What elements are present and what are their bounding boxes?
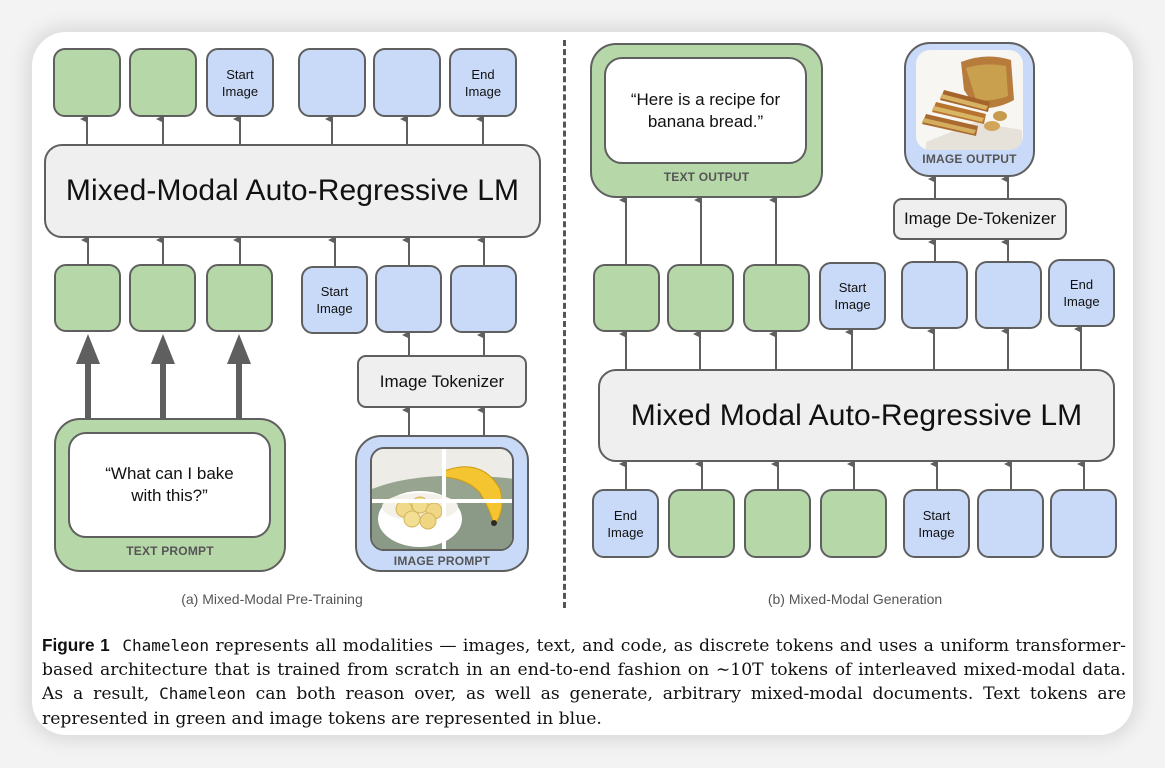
token-label: End Image xyxy=(1063,277,1100,309)
input-text-token xyxy=(206,264,273,332)
input-text-token xyxy=(820,489,887,558)
output-text-token xyxy=(129,48,197,117)
output-image-token xyxy=(298,48,366,117)
token-label: End Image xyxy=(464,66,502,99)
input-image-token: Start Image xyxy=(903,489,970,558)
banana-photo xyxy=(370,447,514,551)
input-image-token xyxy=(1050,489,1117,558)
token-label: End Image xyxy=(607,507,644,540)
token-label: Start Image xyxy=(221,66,259,99)
image-detokenizer-box: Image De-Tokenizer xyxy=(893,198,1067,240)
image-output-label: IMAGE OUTPUT xyxy=(922,152,1017,166)
panel-a-caption: (a) Mixed-Modal Pre-Training xyxy=(181,591,363,607)
input-text-token xyxy=(744,489,811,558)
generated-text-token xyxy=(667,264,734,332)
lm-label: Mixed Modal Auto-Regressive LM xyxy=(630,398,1083,432)
output-image-token: End Image xyxy=(449,48,517,117)
token-label: Start Image xyxy=(834,280,871,312)
image-tokenizer-box: Image Tokenizer xyxy=(357,355,527,408)
image-detokenizer-label: Image De-Tokenizer xyxy=(903,209,1057,228)
lm-box-generation: Mixed Modal Auto-Regressive LM xyxy=(598,369,1115,462)
text-prompt-label: TEXT PROMPT xyxy=(126,544,214,558)
token-label: Start Image xyxy=(918,507,955,540)
input-image-token xyxy=(375,265,442,333)
thick-arrow-shaft xyxy=(85,360,91,418)
banana-image-icon xyxy=(372,449,512,549)
output-image-token xyxy=(373,48,441,117)
output-image-token: Start Image xyxy=(206,48,274,117)
caption-text-1: represents all modalities — images, text… xyxy=(42,636,1126,705)
banana-bread-photo xyxy=(916,50,1023,150)
image-prompt-box: IMAGE PROMPT xyxy=(355,435,529,572)
thick-arrow-shaft xyxy=(160,360,166,418)
generated-text-token xyxy=(743,264,810,332)
image-prompt-label: IMAGE PROMPT xyxy=(393,554,491,568)
output-text-token xyxy=(53,48,121,117)
generated-image-token xyxy=(975,261,1042,329)
model-name: Chameleon xyxy=(159,684,246,704)
text-prompt-box: “What can I bake with this?” TEXT PROMPT xyxy=(54,418,286,572)
generated-text-token xyxy=(593,264,660,332)
caption-text-2: can both reason over, as well as generat… xyxy=(42,684,1127,729)
input-image-token: Start Image xyxy=(301,266,368,334)
image-output-box: IMAGE OUTPUT xyxy=(904,42,1035,177)
lm-label: Mixed-Modal Auto-Regressive LM xyxy=(65,174,520,207)
thick-arrow-head xyxy=(76,334,100,364)
input-image-token xyxy=(450,265,517,333)
token-label: Start Image xyxy=(316,284,353,316)
panel-b-caption: (b) Mixed-Modal Generation xyxy=(767,591,943,607)
lm-box-pretraining: Mixed-Modal Auto-Regressive LM xyxy=(44,144,541,238)
panel-divider xyxy=(563,40,566,608)
text-prompt-bubble: “What can I bake with this?” xyxy=(68,432,271,538)
text-output-bubble: “Here is a recipe for banana bread.” xyxy=(604,57,807,164)
generated-image-token: End Image xyxy=(1048,259,1115,327)
input-text-token xyxy=(668,489,735,558)
input-text-token xyxy=(129,264,196,332)
generated-image-token: Start Image xyxy=(819,262,886,330)
text-output-text: “Here is a recipe for banana bread.” xyxy=(630,89,781,131)
generated-image-token xyxy=(901,261,968,329)
input-image-token: End Image xyxy=(592,489,659,558)
figure-caption: Figure 1 Chameleon represents all modali… xyxy=(42,633,1126,731)
text-output-box: “Here is a recipe for banana bread.” TEX… xyxy=(590,43,823,198)
thick-arrow-head xyxy=(151,334,175,364)
banana-bread-image-icon xyxy=(916,50,1023,150)
figure-label: Figure 1 xyxy=(42,635,110,655)
input-image-token xyxy=(977,489,1044,558)
model-name: Chameleon xyxy=(122,636,210,655)
input-text-token xyxy=(54,264,121,332)
text-prompt-text: “What can I bake with this?” xyxy=(105,464,234,505)
thick-arrow-head xyxy=(227,334,251,364)
image-tokenizer-label: Image Tokenizer xyxy=(379,371,505,391)
text-output-label: TEXT OUTPUT xyxy=(663,170,750,184)
thick-arrow-shaft xyxy=(236,360,242,418)
